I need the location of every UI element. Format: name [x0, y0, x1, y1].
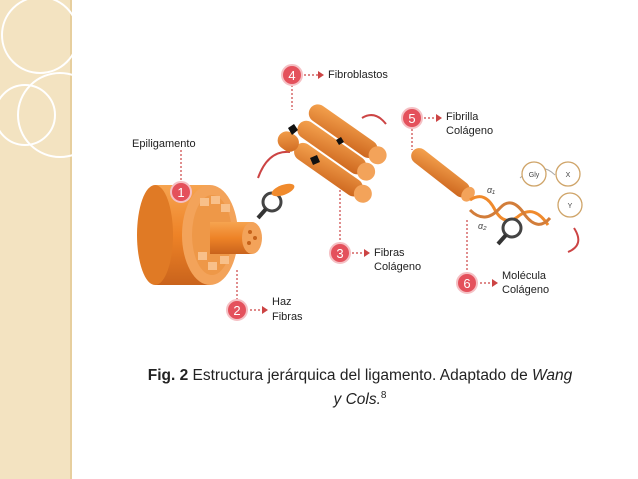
marker-5: 5: [401, 107, 423, 129]
caption-author-2: y Cols.: [333, 391, 381, 409]
curve-arrow-3: [567, 227, 580, 253]
magnifier-icon: [496, 217, 523, 246]
curve-arrow-1: [257, 150, 291, 179]
label-fibrilla-2: Colágeno: [446, 125, 493, 137]
label-molecula-1: Molécula: [502, 270, 547, 282]
fibroblast-cell: [288, 124, 298, 135]
alpha1-label: α₁: [487, 185, 495, 195]
label-haz-1: Haz: [272, 296, 292, 308]
magnifier-icon: [256, 183, 295, 220]
caption-reference: 8: [380, 390, 387, 401]
label-molecula-2: Colágeno: [502, 284, 549, 296]
y-label: Y: [568, 203, 573, 210]
amino-acid-chain: Gly X Y α₁ α₂: [478, 161, 583, 231]
marker-3-number: 3: [336, 246, 343, 261]
collagen-fibers: [277, 104, 387, 203]
marker-2: 2: [226, 299, 248, 321]
label-fibras-2: Colágeno: [374, 261, 421, 273]
marker-1-number: 1: [177, 185, 184, 200]
label-fibras-1: Fibras: [374, 247, 405, 259]
label-epiligamento: Epiligamento: [132, 138, 196, 150]
curve-arrow-2: [361, 114, 387, 125]
marker-4: 4: [281, 64, 303, 86]
gly-label: Gly: [529, 172, 540, 179]
label-fibrilla-1: Fibrilla: [446, 111, 479, 123]
deco-circle-3: [0, 84, 56, 146]
figure-caption: Fig. 2 Estructura jerárquica del ligamen…: [110, 366, 610, 410]
y-circle: [557, 192, 583, 218]
marker-6-number: 6: [463, 276, 470, 291]
fibroblast-cell: [310, 155, 320, 165]
fiber-bundle: [210, 222, 262, 254]
leader-lines: [180, 74, 492, 311]
fibroblast-cell: [336, 137, 344, 145]
helix-strand: [468, 201, 552, 226]
deco-circle-1: [1, 0, 79, 74]
label-haz-2: Fibras: [272, 311, 303, 323]
caption-text: Estructura jerárquica del ligamento. Ada…: [188, 367, 533, 384]
caption-fig: Fig. 2: [147, 367, 189, 384]
marker-4-number: 4: [288, 68, 295, 83]
alpha2-label: α₂: [478, 221, 487, 231]
marker-1: 1: [170, 181, 192, 203]
marker-6: 6: [456, 272, 478, 294]
label-fibroblastos: Fibroblastos: [328, 69, 388, 81]
caption-author: Wang: [532, 367, 573, 384]
decorative-circles: [0, 0, 100, 158]
collagen-fibril: [411, 148, 475, 202]
marker-2-number: 2: [233, 303, 240, 318]
x-label: X: [566, 172, 571, 179]
x-circle: [555, 161, 581, 187]
marker-3: 3: [329, 242, 351, 264]
deco-circle-2: [17, 72, 100, 158]
marker-5-number: 5: [408, 111, 415, 126]
arrow-heads: [262, 71, 498, 314]
gly-circle: [521, 161, 547, 187]
